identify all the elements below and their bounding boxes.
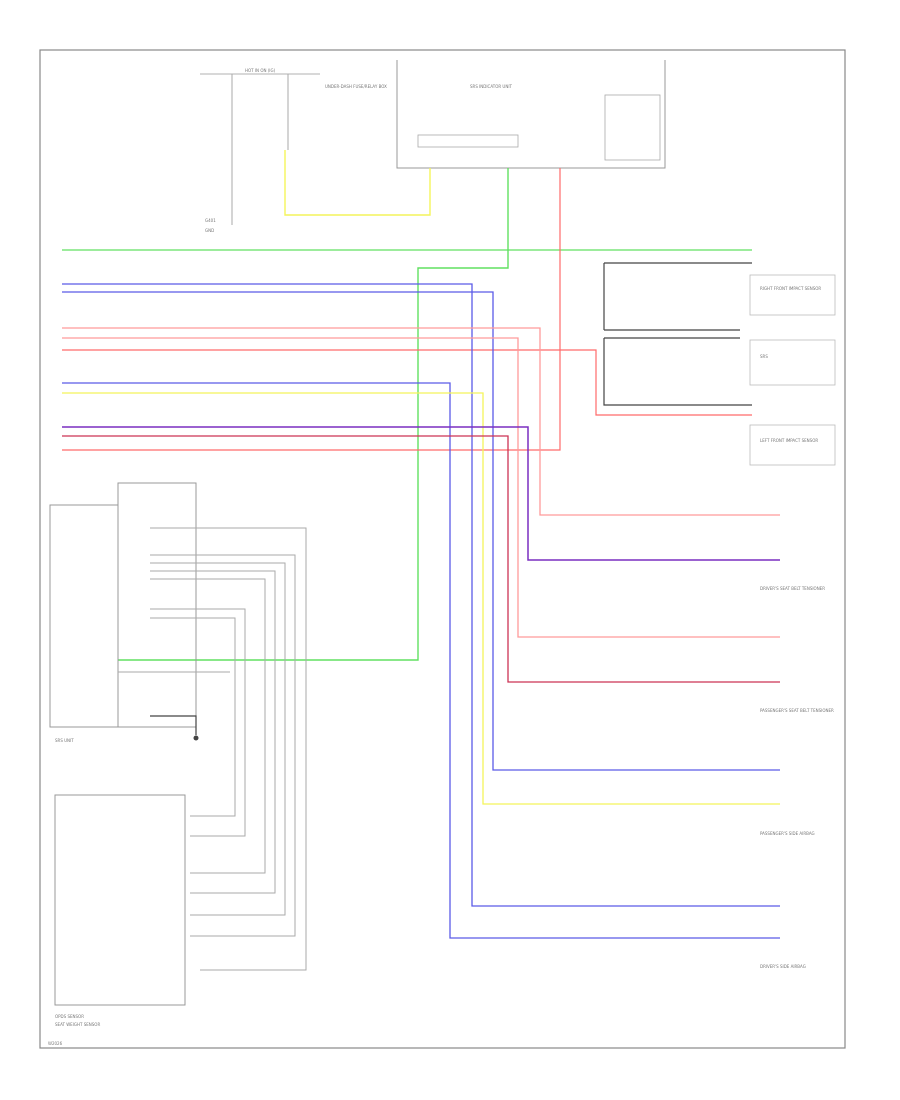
ground-label: GND — [205, 228, 214, 233]
right-label-2: LEFT FRONT IMPACT SENSOR — [760, 438, 818, 443]
underhood-fuse-label: UNDER-DASH FUSE/RELAY BOX — [325, 84, 387, 89]
wire-purple-1 — [62, 283, 780, 907]
diagram-frame — [39, 49, 846, 1049]
srs-gray-wires — [118, 527, 307, 971]
right-label-6: DRIVER'S SIDE AIRBAG — [760, 964, 806, 969]
wire-red-2 — [62, 337, 780, 638]
opds-sensor-sub: SEAT WEIGHT SENSOR — [55, 1022, 100, 1027]
wire-purple-3 — [62, 426, 780, 561]
footer-code: W2026 — [48, 1041, 63, 1046]
wire-ground-down — [150, 715, 197, 735]
right-label-3: DRIVER'S SEAT BELT TENSIONER — [760, 586, 825, 591]
wire-yellow — [62, 392, 780, 805]
srs-unit-box: SRS UNIT — [49, 482, 197, 743]
right-label-1: SRS — [760, 354, 768, 359]
right-label-4: PASSENGER'S SEAT BELT TENSIONER — [760, 708, 834, 713]
opds-sensor-label: OPDS SENSOR — [55, 1014, 84, 1019]
ground-node — [193, 735, 199, 741]
wire-blue — [62, 382, 780, 939]
wire-red-top — [62, 168, 561, 451]
right-label-0: RIGHT FRONT IMPACT SENSOR — [760, 286, 821, 291]
right-label-5: PASSENGER'S SIDE AIRBAG — [760, 831, 815, 836]
right-labels: RIGHT FRONT IMPACT SENSOR SRS LEFT FRONT… — [760, 286, 834, 969]
srs-indicator-label: SRS INDICATOR UNIT — [470, 84, 513, 89]
wire-green-srs — [118, 168, 509, 661]
right-connectors — [603, 262, 752, 406]
hot-in-on-label: HOT IN ON (IG) — [245, 68, 276, 73]
srs-indicator-unit: SRS INDICATOR UNIT — [396, 60, 666, 169]
opds-sensor-box: OPDS SENSOR SEAT WEIGHT SENSOR — [54, 794, 186, 1027]
top-fuse-area: HOT IN ON (IG) UNDER-DASH FUSE/RELAY BOX… — [200, 68, 387, 233]
ground-point-label: G401 — [205, 218, 216, 223]
right-components — [749, 274, 836, 466]
wire-yellow-top — [284, 150, 431, 216]
wire-purple-2 — [62, 291, 780, 771]
wire-purple-4 — [62, 435, 780, 683]
wire-red-1 — [62, 327, 780, 516]
wire-pink-long — [62, 349, 752, 416]
srs-unit-label: SRS UNIT — [55, 738, 74, 743]
